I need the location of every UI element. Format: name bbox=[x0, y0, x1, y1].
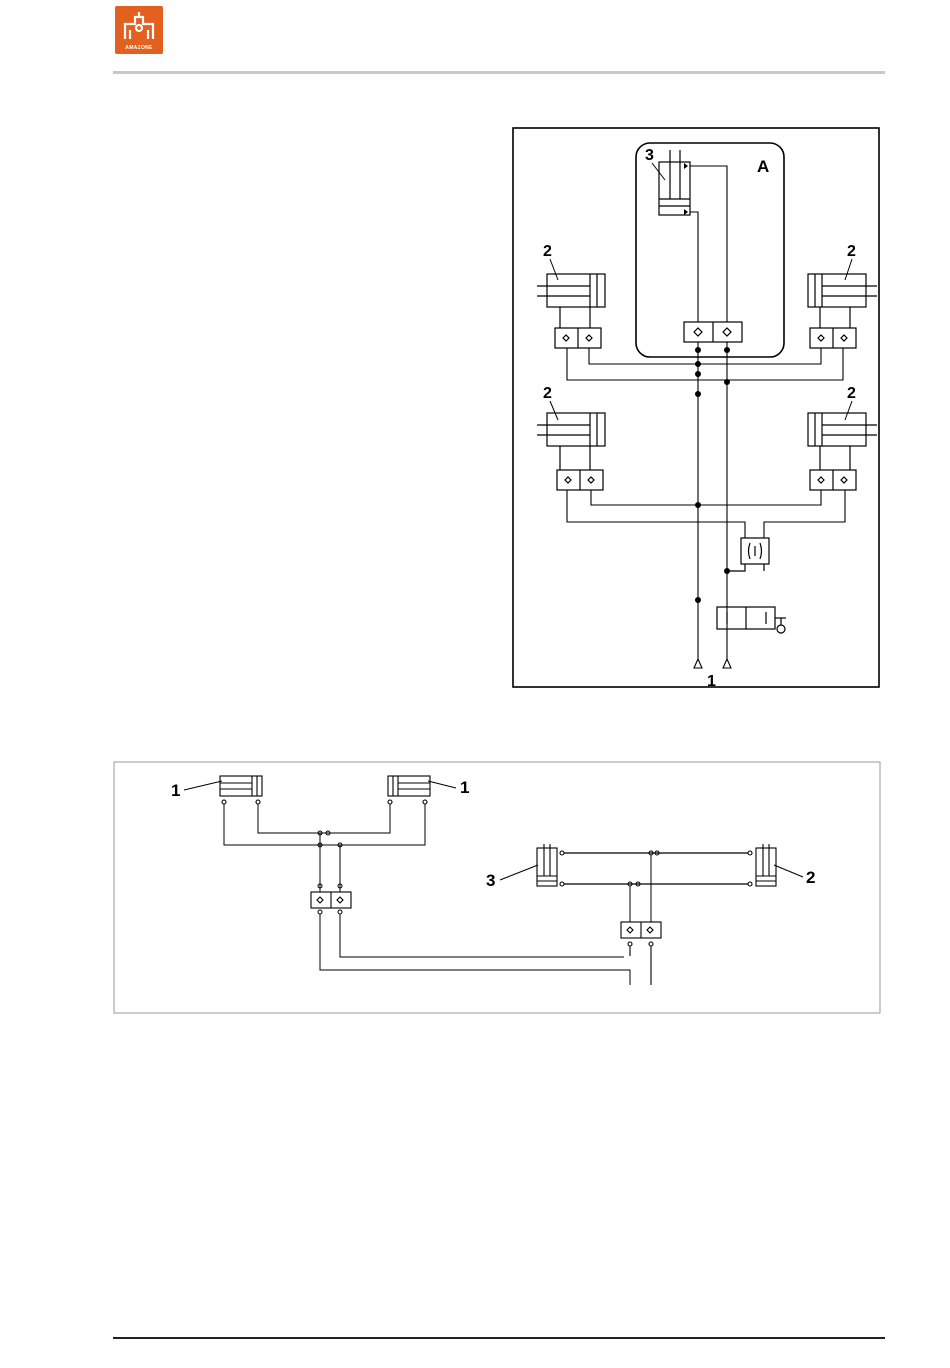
diagram-bottom-frame bbox=[114, 762, 880, 1013]
label-cylinder-3-bottom: 3 bbox=[486, 871, 495, 890]
valve-block-left bbox=[311, 892, 351, 908]
cylinder-2-bottom bbox=[748, 844, 776, 886]
cylinder-3-bottom bbox=[537, 844, 564, 886]
label-cylinder-1-right: 1 bbox=[460, 778, 469, 797]
label-cylinder-2-bottom: 2 bbox=[806, 868, 815, 887]
footer-rule bbox=[113, 1337, 885, 1339]
cylinder-1-left bbox=[220, 776, 262, 804]
label-cylinder-1-left: 1 bbox=[171, 781, 180, 800]
valve-block-right bbox=[621, 922, 661, 985]
cylinder-1-right bbox=[388, 776, 430, 804]
